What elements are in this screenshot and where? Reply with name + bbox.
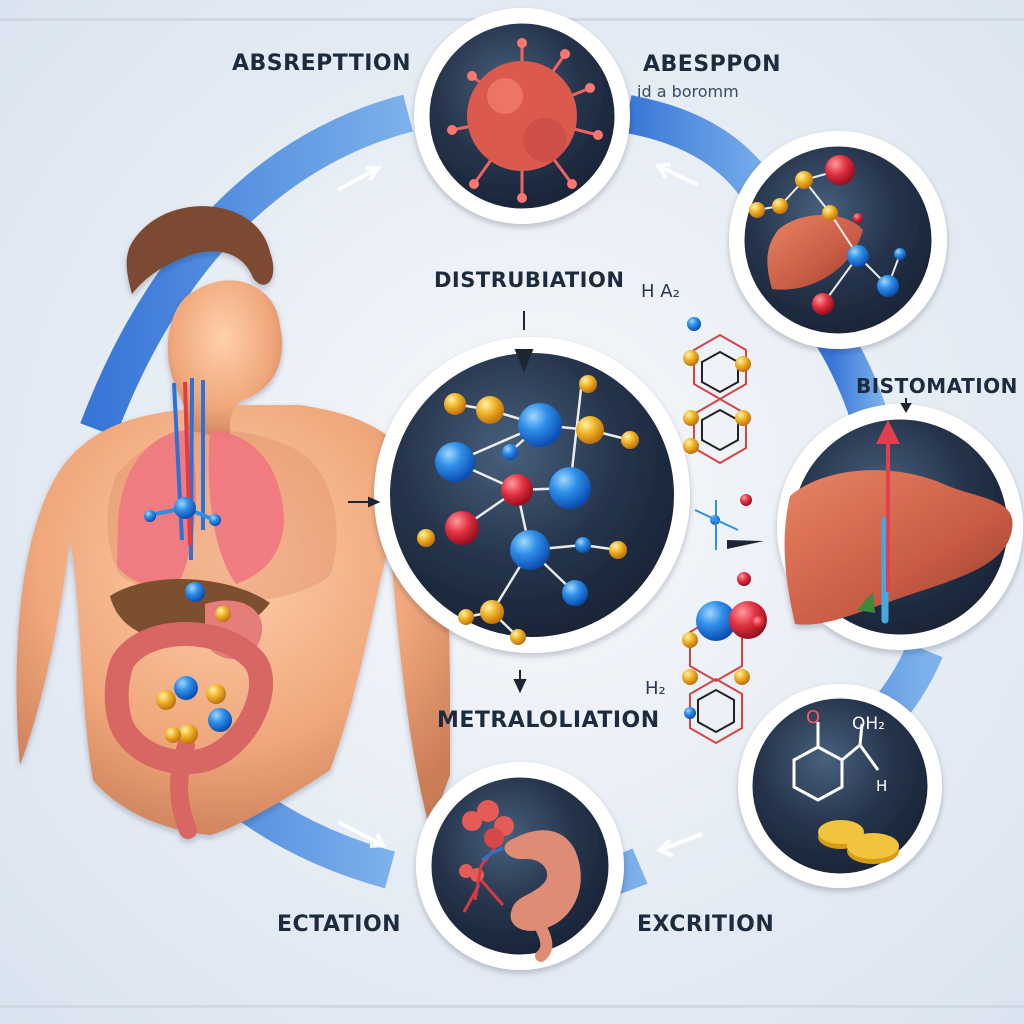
- left-lung-icon: [117, 430, 196, 587]
- body-molecules: [144, 497, 232, 744]
- distribution-label: DISTRUBIATION: [434, 268, 625, 292]
- bottom-frame-line: [0, 1005, 1024, 1008]
- guide-arrows: [348, 311, 912, 694]
- right-lung-icon: [208, 430, 284, 584]
- intestine-icon: [104, 622, 274, 775]
- excretion-label: EXCRITION: [637, 912, 775, 937]
- excretion-circle: [416, 762, 624, 970]
- metabolism-label: METRALOLIATION: [437, 708, 660, 733]
- large-liver-icon: [784, 470, 1013, 625]
- oh-formula-label: OH₂: [852, 714, 885, 734]
- biotransformation-circle: [777, 404, 1023, 650]
- distribution-circle: [374, 337, 690, 653]
- human-figure: [16, 206, 451, 839]
- biotransformation-label: BISTOMATION: [856, 374, 1018, 398]
- chemical-circle: [738, 684, 942, 888]
- pills-icon: [818, 820, 899, 864]
- absorption-circle: [414, 8, 630, 224]
- structural-formula: [682, 317, 767, 745]
- ectation-label: ECTATION: [277, 912, 402, 937]
- molecule-network-icon: [417, 375, 639, 645]
- absorption-left-label: ABSREPTTION: [232, 51, 412, 76]
- ha-formula-label: H A₂: [641, 281, 680, 302]
- arrow-highlights: [337, 162, 703, 858]
- organ-fragments-icon: [459, 800, 514, 913]
- liver-icon: [767, 215, 863, 290]
- h2-formula-label: H₂: [645, 678, 666, 699]
- metabolism-upper-circle: [729, 131, 947, 349]
- h-formula-label: H: [876, 777, 888, 795]
- o-formula-label: O: [806, 707, 821, 728]
- absorption-right-label: ABESPPON: [643, 52, 782, 77]
- absorption-subtitle: id a boromm: [637, 82, 739, 101]
- red-microbe-icon: [447, 38, 603, 203]
- stomach-icon: [504, 830, 581, 962]
